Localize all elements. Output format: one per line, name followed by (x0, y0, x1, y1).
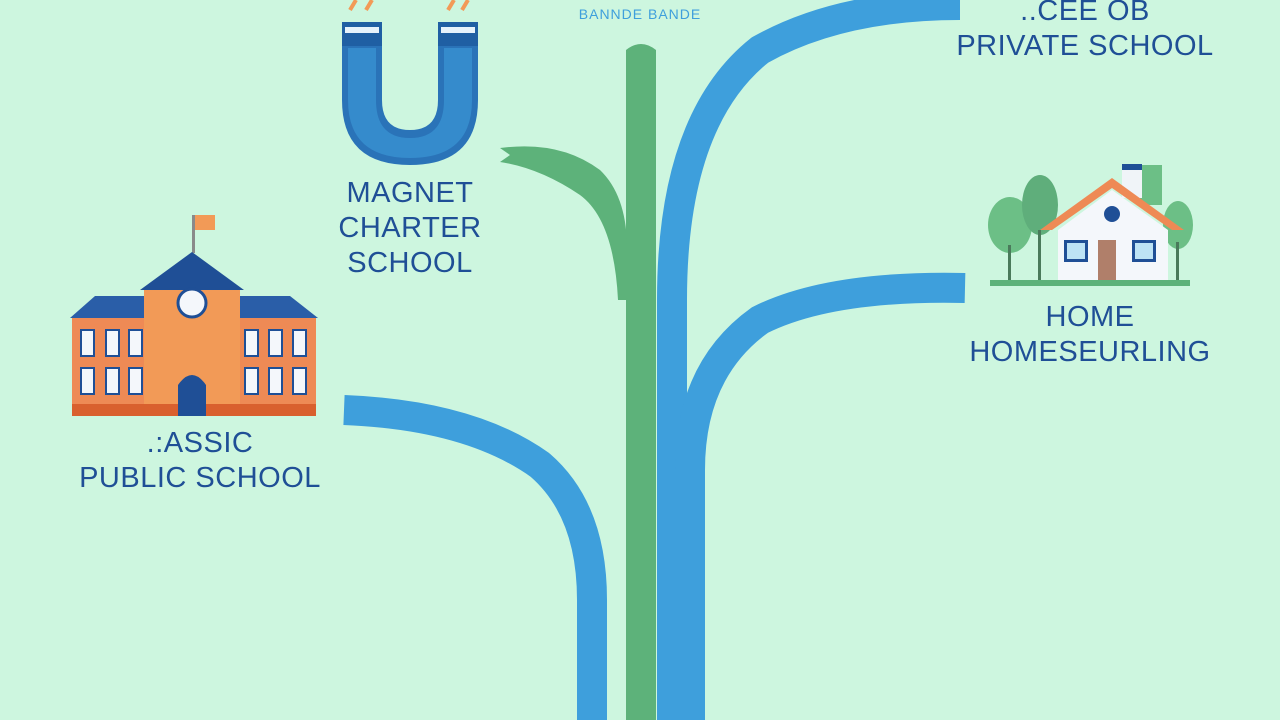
label-line: PUBLIC SCHOOL (79, 462, 321, 494)
label-line: SCHOOL (347, 247, 473, 279)
label-line: HOMESEURLING (969, 336, 1211, 368)
label-public-school: .:ASSIC PUBLIC SCHOOL (70, 426, 330, 496)
school-building-icon (70, 215, 318, 416)
label-magnet-charter-school: MAGNET CHARTER SCHOOL (330, 176, 490, 281)
label-line: MAGNET (346, 177, 474, 209)
label-line: PRIVATE SCHOOL (956, 30, 1214, 62)
branch-private-school (657, 0, 961, 720)
label-line: CHARTER (338, 212, 482, 244)
label-private-school: ..CEE OB PRIVATE SCHOOL (950, 0, 1220, 64)
label-line: HOME (1045, 301, 1135, 333)
house-icon (988, 164, 1193, 286)
label-line: .:ASSIC (146, 427, 254, 459)
label-home-schooling: HOME HOMESEURLING (955, 300, 1225, 370)
magnet-icon (342, 0, 478, 165)
branch-public-school (343, 395, 607, 720)
top-caption: BANNDE BANDE (578, 6, 702, 22)
branch-home (675, 272, 966, 720)
green-branch (500, 146, 627, 300)
tree-trunk (626, 44, 656, 720)
label-line: ..CEE OB (1020, 0, 1150, 27)
